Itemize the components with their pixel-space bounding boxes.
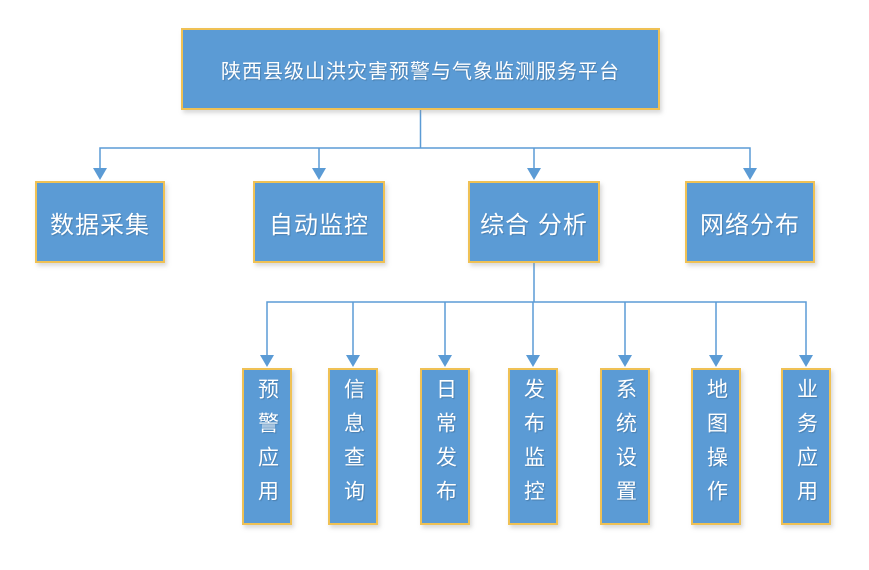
node-platform-title: 陕西县级山洪灾害预警与气象监测服务平台 bbox=[181, 28, 660, 110]
node-network-distribution: 网络分布 bbox=[685, 181, 815, 263]
node-label: 预警应用 bbox=[255, 378, 279, 515]
node-info-query: 信息查询 bbox=[328, 368, 378, 525]
node-label: 数据采集 bbox=[50, 211, 150, 239]
node-label: 发布监控 bbox=[521, 378, 545, 515]
node-daily-release: 日常发布 bbox=[420, 368, 470, 525]
node-map-operations: 地图操作 bbox=[691, 368, 741, 525]
node-label: 业务应用 bbox=[794, 378, 818, 515]
node-data-collection: 数据采集 bbox=[35, 181, 165, 263]
node-auto-monitoring: 自动监控 bbox=[253, 181, 385, 263]
node-label: 地图操作 bbox=[704, 378, 728, 515]
node-release-monitoring: 发布监控 bbox=[508, 368, 558, 525]
node-label: 日常发布 bbox=[433, 378, 457, 515]
node-label: 信息查询 bbox=[341, 378, 365, 515]
node-label: 系统设置 bbox=[613, 378, 637, 515]
node-system-settings: 系统设置 bbox=[600, 368, 650, 525]
node-comprehensive-analysis: 综合 分析 bbox=[468, 181, 600, 263]
node-business-application: 业务应用 bbox=[781, 368, 831, 525]
node-label: 综合 分析 bbox=[480, 211, 588, 239]
node-warning-application: 预警应用 bbox=[242, 368, 292, 525]
node-label: 自动监控 bbox=[269, 211, 369, 239]
node-label: 陕西县级山洪灾害预警与气象监测服务平台 bbox=[221, 60, 620, 83]
node-label: 网络分布 bbox=[700, 211, 800, 239]
